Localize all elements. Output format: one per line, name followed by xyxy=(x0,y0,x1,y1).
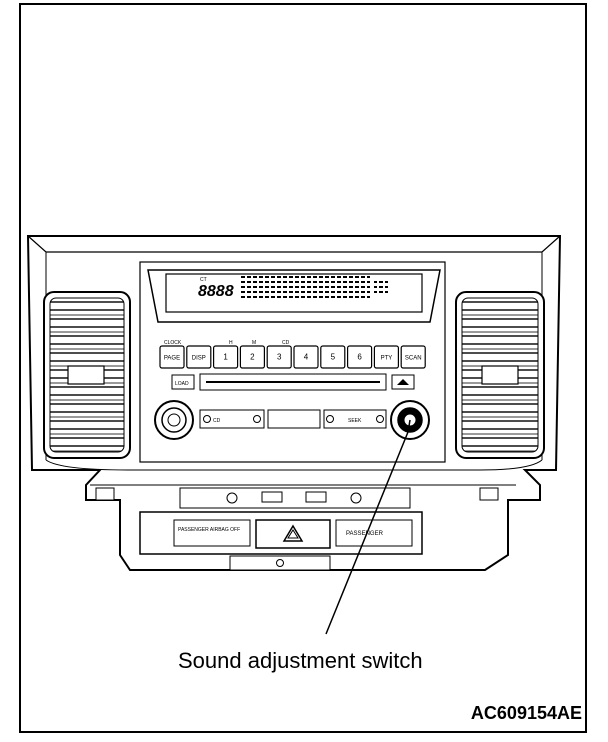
load-button[interactable] xyxy=(171,374,195,390)
radio-button-disp[interactable]: DISP xyxy=(186,345,212,369)
passenger-airbag-off-indicator xyxy=(173,519,251,547)
lower-right-indicator-icon xyxy=(326,415,334,423)
lower-right-label: SEEK xyxy=(348,418,362,424)
lower-left-indicator-icon xyxy=(203,415,211,423)
airbag-off-label: PASSENGER AIRBAG OFF xyxy=(178,527,240,533)
segment-readout: 8888 xyxy=(198,283,234,300)
lcd-indicators xyxy=(374,278,388,296)
lower-right-dot-icon xyxy=(376,415,384,423)
radio-button-4[interactable]: 4 xyxy=(293,345,319,369)
radio-button-label: SCAN xyxy=(405,356,422,362)
connector-screw-icon xyxy=(276,559,284,567)
radio-button-label: 6 xyxy=(357,353,362,362)
header-label-h: H xyxy=(229,340,233,346)
radio-button-label: 3 xyxy=(277,353,282,362)
eject-icon xyxy=(397,379,409,385)
right-air-vent[interactable] xyxy=(455,291,545,459)
radio-button-5[interactable]: 5 xyxy=(320,345,346,369)
radio-button-3[interactable]: 3 xyxy=(266,345,292,369)
center-blank-panel xyxy=(267,409,321,429)
radio-button-label: DISP xyxy=(192,356,206,362)
display-indicator-ct: CT xyxy=(200,277,207,283)
callout-label: Sound adjustment switch xyxy=(178,648,423,673)
vent-knob-left[interactable] xyxy=(67,365,105,385)
radio-button-1[interactable]: 1 xyxy=(213,345,239,369)
lower-left-label: CD xyxy=(213,418,221,424)
lower-right-button-group[interactable] xyxy=(323,409,387,429)
radio-button-label: 2 xyxy=(250,353,255,362)
radio-button-pty[interactable]: PTY xyxy=(373,345,399,369)
lower-left-button-group[interactable] xyxy=(199,409,265,429)
volume-knob[interactable] xyxy=(154,400,194,440)
passenger-label: PASSENGER xyxy=(346,531,384,537)
callout-leader-line xyxy=(325,431,409,635)
header-label-clock: CLOCK xyxy=(164,340,182,346)
figure-id: AC609154AE xyxy=(470,703,582,723)
hazard-switch-panel: PASSENGER AIRBAG OFF PASSENGER xyxy=(139,511,423,571)
lower-trim xyxy=(95,487,499,509)
left-air-vent[interactable] xyxy=(43,291,131,459)
callout-leader-stub xyxy=(407,419,411,433)
radio-button-page[interactable]: PAGE xyxy=(159,345,185,369)
load-button-label: LOAD xyxy=(175,381,189,387)
preset-button-row: PAGE DISP 1 2 3 4 5 6 PTY SCAN xyxy=(159,345,426,369)
vent-knob-right[interactable] xyxy=(481,365,519,385)
lower-left-dot-icon xyxy=(253,415,261,423)
radio-button-6[interactable]: 6 xyxy=(347,345,373,369)
radio-button-label: 5 xyxy=(331,353,336,362)
radio-button-label: 1 xyxy=(223,353,228,362)
lcd-dot-matrix xyxy=(240,276,370,298)
radio-button-label: PTY xyxy=(381,356,393,362)
radio-button-scan[interactable]: SCAN xyxy=(400,345,426,369)
hazard-inner-triangle-icon xyxy=(287,529,299,539)
header-label-cd: CD xyxy=(282,340,290,346)
passenger-airbag-on-indicator xyxy=(335,519,413,547)
radio-button-label: 4 xyxy=(304,353,309,362)
radio-button-label: PAGE xyxy=(164,356,180,362)
header-label-m: M xyxy=(252,340,256,346)
radio-button-2[interactable]: 2 xyxy=(239,345,265,369)
